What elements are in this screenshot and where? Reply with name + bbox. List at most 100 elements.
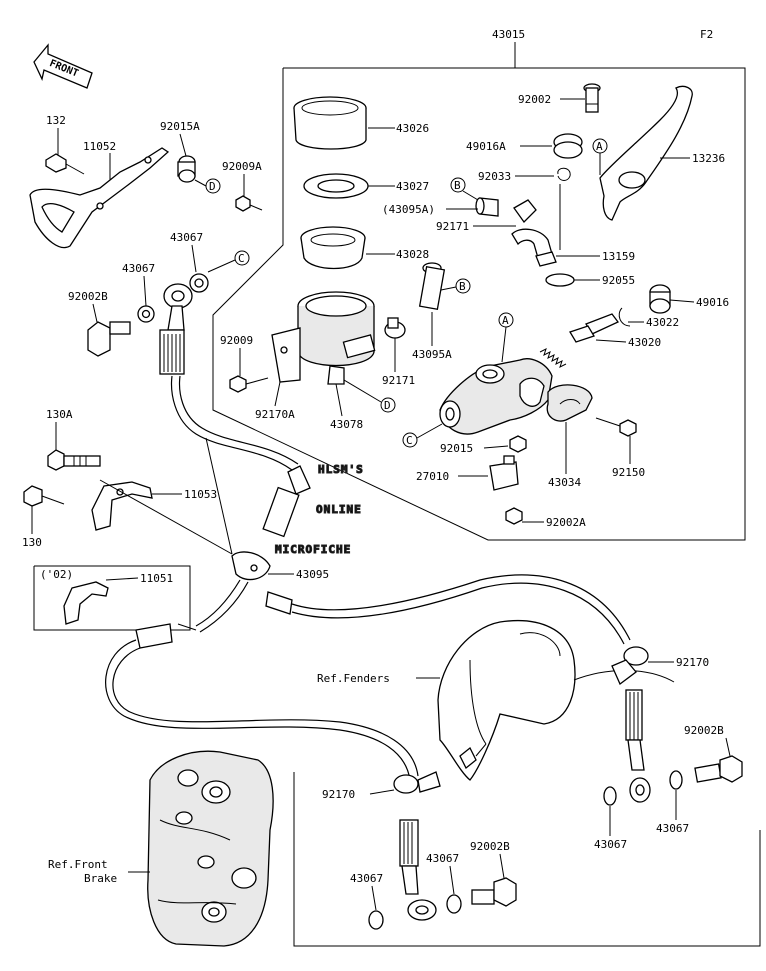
- banjo-bolt-92002B-lower: [471, 877, 517, 907]
- label-92002B-c: 92002B: [470, 840, 510, 853]
- label-43067-c: 43067: [594, 838, 627, 851]
- callout-a-2: A: [498, 312, 514, 328]
- callout-d-2: D: [380, 397, 396, 413]
- bracket-11052: [29, 147, 170, 249]
- svg-text:A: A: [596, 140, 603, 153]
- label-43067-e: 43067: [350, 872, 383, 885]
- hose-joint-43095: [231, 551, 271, 581]
- bolt-130: [23, 485, 65, 507]
- brake-hose-right-loop: [291, 574, 631, 645]
- label-11053: 11053: [184, 488, 217, 501]
- watermark: HLSM'S ONLINE MICROFICHE: [274, 462, 364, 556]
- svg-text:C: C: [238, 252, 245, 265]
- label-43020: 43020: [628, 336, 661, 349]
- bolt-92009: [229, 375, 269, 393]
- master-cylinder-body: [439, 358, 553, 435]
- banjo-fitting-lower: [393, 771, 441, 921]
- label-43067-f: 43067: [426, 852, 459, 865]
- collar-92015A: [177, 155, 196, 183]
- banjo-fitting-right: [611, 646, 651, 803]
- label-92170-a: 92170: [676, 656, 709, 669]
- circlip-92033: [557, 167, 571, 181]
- year-variant-box: [33, 565, 191, 631]
- label-43034: 43034: [548, 476, 581, 489]
- label-43095A-paren: (43095A): [382, 203, 435, 216]
- screw-92015: [509, 435, 527, 453]
- label-13236: 13236: [692, 152, 725, 165]
- svg-text:D: D: [209, 180, 216, 193]
- screw-92150: [595, 417, 637, 437]
- hose-fitting-joint-lower: [135, 579, 293, 649]
- clamp-92171-upper: [513, 199, 537, 224]
- clamp-43034: [546, 384, 593, 422]
- label-43028: 43028: [396, 248, 429, 261]
- callout-c-2: C: [402, 432, 418, 448]
- front-arrow-icon: FRONT: [33, 43, 93, 89]
- label-92015: 92015: [440, 442, 473, 455]
- label-92171-a: 92171: [436, 220, 469, 233]
- watermark-line-2: ONLINE: [316, 503, 362, 516]
- label-43027: 43027: [396, 180, 429, 193]
- pivot-bolt-92002: [583, 83, 601, 113]
- bracket-11053: [91, 481, 153, 531]
- washer-43067-lower-b: [446, 894, 462, 914]
- o-ring-92055: [545, 273, 575, 287]
- label-49016A: 49016A: [466, 140, 506, 153]
- reservoir-cap-43026: [293, 96, 367, 150]
- watermark-line-3: MICROFICHE: [275, 543, 351, 556]
- label-92171-b: 92171: [382, 374, 415, 387]
- label-11051: 11051: [140, 572, 173, 585]
- banjo-bolt-92002B-right: [694, 755, 743, 783]
- front-brake-caliper: [147, 750, 274, 947]
- dust-boot-49016: [649, 284, 671, 314]
- label-49016: 49016: [696, 296, 729, 309]
- label-92009A: 92009A: [222, 160, 262, 173]
- ref-front-line-2: Brake: [84, 872, 117, 885]
- watermark-line-1: HLSM'S: [318, 463, 364, 476]
- boot-49016A: [553, 133, 583, 159]
- washer-43067-left: [137, 305, 155, 323]
- label-132: 132: [46, 114, 66, 127]
- label-92002B-b: 92002B: [684, 724, 724, 737]
- plate-43027: [303, 173, 369, 199]
- label-92033: 92033: [478, 170, 511, 183]
- brake-hose-main: [99, 375, 299, 555]
- label-130A: 130A: [46, 408, 73, 421]
- label-43026: 43026: [396, 122, 429, 135]
- callout-c-1: C: [234, 250, 250, 266]
- label-43078: 43078: [330, 418, 363, 431]
- label-43095A: 43095A: [412, 348, 452, 361]
- callout-b-1: B: [450, 177, 466, 193]
- bracket-92170A: [271, 327, 301, 383]
- bolt-130A: [47, 449, 101, 471]
- svg-text:D: D: [384, 399, 391, 412]
- label-43067-d: 43067: [656, 822, 689, 835]
- master-cylinder-assembly-outline: [212, 42, 746, 541]
- label-13159: 13159: [602, 250, 635, 263]
- ref-front-line-1: Ref.Front: [48, 858, 108, 871]
- svg-text:B: B: [459, 280, 466, 293]
- callout-d-1: D: [205, 178, 221, 194]
- callout-a-1: A: [592, 138, 608, 154]
- label-92055: 92055: [602, 274, 635, 287]
- clamp-92171-lower: [384, 317, 406, 339]
- washer-43067-upper: [189, 273, 209, 293]
- label-92002A: 92002A: [546, 516, 586, 529]
- hose-43095A: [418, 262, 446, 311]
- svg-text:B: B: [454, 179, 461, 192]
- reservoir-body-43078: [297, 291, 376, 385]
- callout-b-2: B: [455, 278, 471, 294]
- svg-text:C: C: [406, 434, 413, 447]
- label-27010: 27010: [416, 470, 449, 483]
- label-92002B-a: 92002B: [68, 290, 108, 303]
- washer-43067-lower-a: [368, 910, 384, 930]
- year-note: ('02): [40, 568, 73, 581]
- circlip-43022: [618, 307, 631, 327]
- piston-43020: [539, 313, 620, 368]
- fitting-13159: [511, 228, 557, 267]
- assembly-number: 43015: [492, 28, 525, 41]
- hose-43095A-upper: [475, 197, 499, 217]
- label-43022: 43022: [646, 316, 679, 329]
- brake-hose-left-loop: [105, 639, 419, 781]
